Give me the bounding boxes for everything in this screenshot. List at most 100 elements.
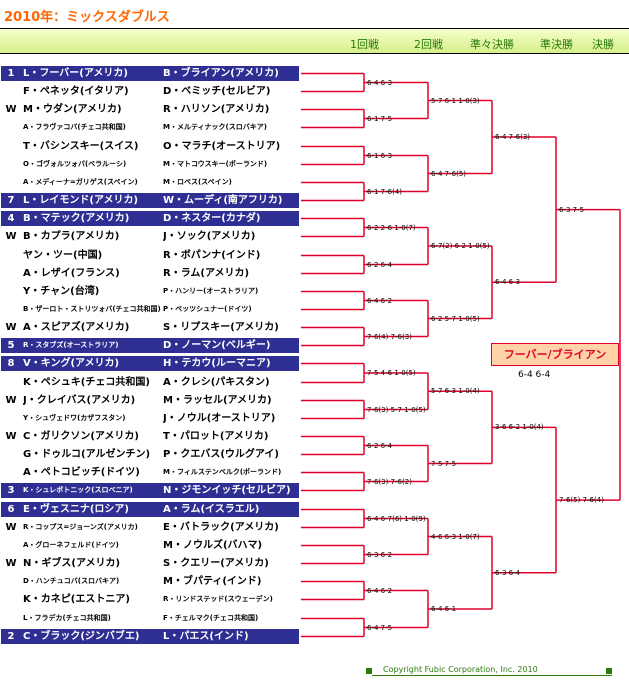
player-b: R・ボパンナ(インド): [163, 250, 261, 261]
final-score: 6-4 6-4: [518, 370, 551, 380]
round-label-2: 2回戦: [414, 38, 443, 51]
draw-row: K・ペシュキ(チェコ共和国)A・クレシ(パキスタン): [1, 375, 299, 390]
player-b: M・フィルステンベルク(ポーランド): [163, 468, 282, 476]
draw-row: W A・スピアズ(アメリカ) S・リプスキー(アメリカ): [1, 320, 299, 335]
seed-mark: W: [5, 231, 17, 242]
match-score: 6-3 6-4: [495, 569, 521, 577]
player-a: V・キング(アメリカ): [23, 358, 120, 369]
match-score: 6-4 7-5: [367, 624, 393, 632]
seed-mark: 1: [7, 68, 15, 79]
page-title: 2010年：ミックスダブルス: [4, 10, 170, 25]
draw-row: A・グローネフェルド(ドイツ)M・ノウルズ(バハマ): [1, 538, 299, 553]
draw-row: ヤン・ツー(中国)R・ボパンナ(インド): [1, 248, 299, 263]
match-score: 7-6(3) 7-6(2): [367, 478, 412, 486]
footer-square-right: [606, 668, 612, 674]
seed-mark: 6: [7, 504, 15, 515]
player-a: G・ドゥルコ(アルゼンチン): [23, 449, 151, 460]
seed-mark: W: [5, 104, 17, 115]
match-score: 6-2 5-7 1-0(5): [431, 315, 480, 323]
player-a: A・フラヴァコバ(チェコ共和国): [23, 123, 126, 131]
draw-row: L・フラデカ(チェコ共和国)F・チェルマク(チェコ共和国): [1, 611, 299, 626]
player-a: B・カプラ(アメリカ): [23, 231, 120, 242]
player-a: T・バシンスキー(スイス): [23, 141, 139, 152]
player-a: C・ブラック(ジンバブエ): [23, 631, 140, 642]
match-score: 6-4 6-3: [495, 278, 521, 286]
draw-row: T・バシンスキー(スイス)O・マラチ(オーストリア): [1, 139, 299, 154]
seed-mark: W: [5, 522, 17, 533]
draw-row: Y・チャン(台湾)P・ハンリー(オーストラリア): [1, 284, 299, 299]
player-a: D・ハンチュコバ(スロバキア): [23, 577, 120, 585]
player-a: A・メディーナ=ガリゲス(スペイン): [23, 178, 138, 186]
player-a: A・レザイ(フランス): [23, 268, 120, 279]
match-score: 4-6 6-3 1-0(7): [431, 533, 480, 541]
player-a: O・ゴヴォルツォバ(ベラルーシ): [23, 160, 127, 168]
match-score: 7-5 4-6 1-0(5): [367, 369, 416, 377]
footer-line: [372, 675, 612, 676]
match-score: 6-4 6-1: [431, 605, 457, 613]
player-a: Y・チャン(台湾): [23, 286, 100, 297]
player-a: C・ガリクソン(アメリカ): [23, 431, 139, 442]
player-b: R・ハリソン(アメリカ): [163, 104, 270, 115]
player-b: A・ラム(イスラエル): [163, 504, 260, 515]
draw-row: K・カネピ(エストニア) R・リンドステッド(スウェーデン): [1, 592, 299, 607]
match-score: 7-6(4) 7-6(3): [367, 333, 412, 341]
player-b: A・クレシ(パキスタン): [163, 377, 270, 388]
player-b: D・ノーマン(ベルギー): [163, 340, 271, 351]
match-score: 5-7 6-3 1-0(4): [431, 387, 480, 395]
champion-box: フーバー/ブライアン: [491, 343, 619, 366]
player-a: K・シュレボトニック(スロベニア): [23, 486, 133, 494]
player-a: M・ウダン(アメリカ): [23, 104, 122, 115]
player-a: A・グローネフェルド(ドイツ): [23, 541, 119, 549]
player-a: B・ザーロト・ストリツォバ(チェコ共和国): [23, 305, 161, 313]
seed-mark: 3: [7, 485, 15, 496]
seed-mark: 5: [7, 340, 15, 351]
draw-row: O・ゴヴォルツォバ(ベラルーシ) M・マトコウスキー(ポーランド): [1, 157, 299, 172]
player-a: A・スピアズ(アメリカ): [23, 322, 130, 333]
match-score: 6-7(2) 6-2 1-0(5): [431, 242, 490, 250]
match-score: 6-3 6-2: [367, 551, 393, 559]
match-score: 7-6(3) 5-7 1-0(5): [367, 406, 426, 414]
match-score: 6-1 7-5: [367, 115, 393, 123]
player-b: P・ペッツシュナー(ドイツ): [163, 305, 252, 313]
player-b: R・リンドステッド(スウェーデン): [163, 595, 273, 603]
player-b: M・ロペス(スペイン): [163, 178, 232, 186]
player-b: M・ブパティ(インド): [163, 576, 262, 587]
player-a: L・レイモンド(アメリカ): [23, 195, 139, 206]
match-score: 6-2 6-4: [367, 261, 393, 269]
draw-row: A・レザイ(フランス)R・ラム(アメリカ): [1, 266, 299, 281]
copyright: Copyright Fubic Corporation, Inc. 2010: [383, 665, 538, 674]
draw-row: A・フラヴァコバ(チェコ共和国)M・メルティナック(スロバキア): [1, 120, 299, 135]
player-b: S・リプスキー(アメリカ): [163, 322, 279, 333]
match-score: 6-3 7-5: [559, 206, 585, 214]
player-b: D・ネスター(カナダ): [163, 213, 261, 224]
seed-mark: W: [5, 558, 17, 569]
match-score: 7-5 7-5: [431, 460, 457, 468]
match-score: 6-4 6-3: [367, 79, 393, 87]
round-label-qf: 準々決勝: [470, 38, 514, 51]
player-b: M・マトコウスキー(ポーランド): [163, 160, 268, 168]
match-score: 6-1 7-6(4): [367, 188, 403, 196]
match-score: 6-4 6-7(6) 1-0(9): [367, 515, 426, 523]
player-a: E・ヴェスニナ(ロシア): [23, 504, 129, 515]
footer-square-left: [366, 668, 372, 674]
seed-mark: W: [5, 395, 17, 406]
player-a: F・ペネッタ(イタリア): [23, 86, 129, 97]
match-score: 3-6 6-2 1-0(4): [495, 423, 544, 431]
draw-row: D・ハンチュコバ(スロバキア) M・ブパティ(インド): [1, 574, 299, 589]
player-a: K・カネピ(エストニア): [23, 594, 130, 605]
player-a: L・フラデカ(チェコ共和国): [23, 614, 111, 622]
seed-mark: W: [5, 322, 17, 333]
player-b: W・ムーディ(南アフリカ): [163, 195, 283, 206]
player-b: M・ラッセル(アメリカ): [163, 395, 272, 406]
draw-row: G・ドゥルコ(アルゼンチン) P・クエバス(ウルグアイ): [1, 447, 299, 462]
match-score: 6-4 7-6(3): [495, 133, 531, 141]
match-score: 6-2 6-4: [367, 442, 393, 450]
player-b: P・クエバス(ウルグアイ): [163, 449, 279, 460]
